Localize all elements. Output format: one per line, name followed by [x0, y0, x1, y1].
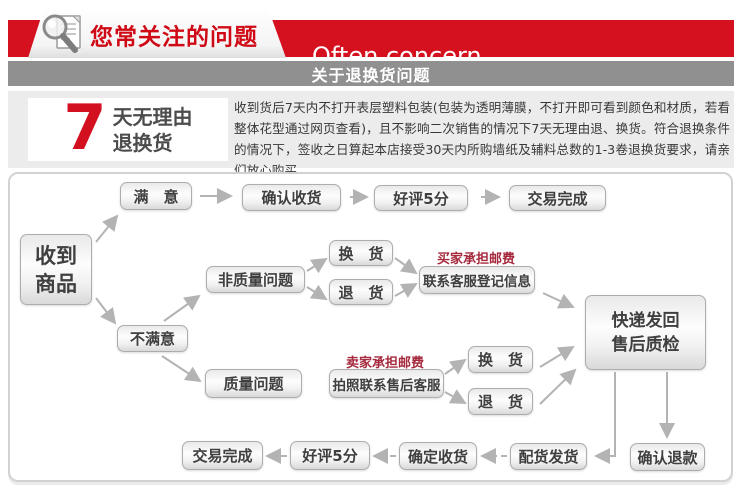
node-non-quality-issue: 非质量问题 [206, 266, 305, 293]
policy-section: 7 天无理由 退换货 收到货后7天内不打开表层塑料包装(包装为透明薄膜，不打开即… [8, 90, 734, 178]
tab-title: 您常关注的问题 [90, 24, 258, 51]
node-confirm-receipt: 确认收货 [242, 184, 341, 211]
node-return-2: 退 货 [468, 388, 533, 415]
node-complete-bottom: 交易完成 [182, 441, 263, 470]
policy-description: 收到货后7天内不打开表层塑料包装(包装为透明薄膜，不打开即可看到颜色和材质，若看… [234, 100, 730, 178]
policy-big-number: 7 [63, 90, 107, 164]
policy-slogan-line1: 天无理由 [112, 104, 193, 129]
policy-slogan: 天无理由 退换货 [113, 104, 193, 156]
label-buyer-pays-postage: 买家承担邮费 [436, 252, 515, 267]
node-express-back-qc: 快递发回 售后质检 [585, 295, 706, 370]
policy-slogan-line2: 退换货 [112, 130, 173, 155]
node-dispatch-ship-bottom: 配货发货 [510, 443, 587, 470]
node-received-goods: 收到 商品 [20, 234, 92, 305]
node-exchange-2: 换 货 [468, 346, 533, 373]
section-title: 关于退换货问题 [311, 65, 431, 85]
return-flowchart: 收到 商品 满 意 确认收货 好评5分 交易完成 非质量问题 换 货 退 货 买… [8, 172, 733, 482]
node-satisfied: 满 意 [120, 182, 192, 210]
node-unsatisfied: 不满意 [117, 325, 188, 352]
ribbon-tab: 您常关注的问题 [28, 8, 286, 58]
label-seller-pays-postage: 卖家承担邮费 [345, 356, 424, 371]
section-bar: 关于退换货问题 [8, 61, 734, 86]
node-praise-top: 好评5分 [374, 185, 468, 211]
policy-card: 7 天无理由 退换货 [28, 90, 228, 164]
node-return-1: 退 货 [329, 279, 393, 305]
node-complete-top: 交易完成 [509, 185, 606, 211]
node-praise-bottom: 好评5分 [290, 441, 370, 470]
node-quality-issue: 质量问题 [205, 369, 302, 398]
node-contact-customer-service: 联系客服登记信息 [419, 266, 535, 294]
node-confirm-refund: 确认退款 [630, 443, 705, 471]
magnifier-document-icon [42, 14, 81, 53]
node-exchange-1: 换 货 [329, 240, 393, 266]
node-photo-contact-aftersales: 拍照联系售后客服 [329, 369, 444, 398]
flow-arrows [95, 188, 675, 464]
node-confirm-goods-bottom: 确定收货 [399, 442, 477, 470]
